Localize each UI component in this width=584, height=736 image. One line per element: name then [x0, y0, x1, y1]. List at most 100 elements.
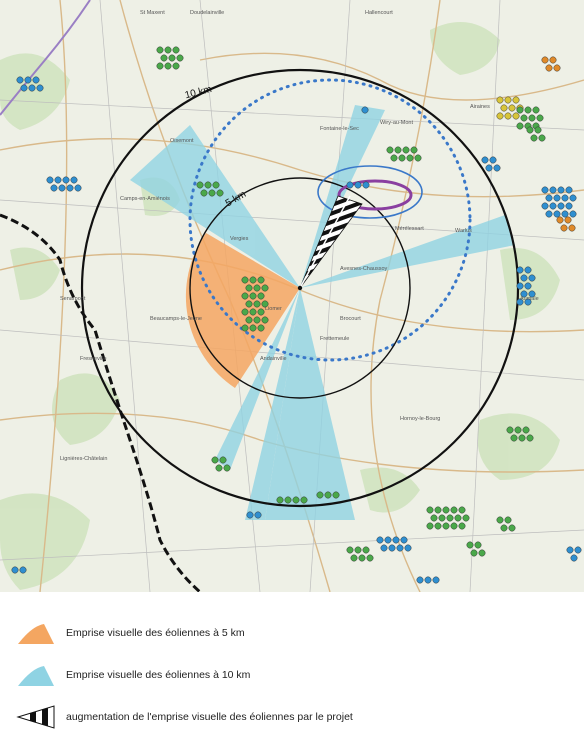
- turbine-marker: [566, 546, 574, 554]
- turbine-marker: [241, 276, 249, 284]
- turbine-marker: [50, 184, 58, 192]
- turbine-marker: [257, 292, 265, 300]
- place-label: Aumale: [520, 296, 539, 302]
- turbine-marker: [46, 176, 54, 184]
- turbine-marker: [241, 292, 249, 300]
- turbine-marker: [362, 181, 370, 189]
- place-label: Brocourt: [340, 316, 361, 322]
- turbine-marker: [300, 496, 308, 504]
- roads: [0, 0, 584, 592]
- legend-label-10km: Emprise visuelle des éoliennes à 10 km: [66, 669, 251, 681]
- turbine-marker: [524, 282, 532, 290]
- turbine-marker: [402, 146, 410, 154]
- place-label: Andainville: [260, 356, 287, 362]
- turbine-marker: [560, 224, 568, 232]
- turbine-marker: [70, 176, 78, 184]
- turbine-marker: [172, 62, 180, 70]
- turbine-marker: [528, 290, 536, 298]
- turbine-marker: [504, 96, 512, 104]
- turbine-marker: [20, 84, 28, 92]
- project-outline-inner: [337, 179, 413, 211]
- turbine-marker: [215, 464, 223, 472]
- turbine-marker: [216, 189, 224, 197]
- turbine-marker: [568, 224, 576, 232]
- turbine-marker: [257, 308, 265, 316]
- turbine-marker: [11, 566, 19, 574]
- turbine-marker: [249, 324, 257, 332]
- turbine-marker: [28, 84, 36, 92]
- turbine-marker: [400, 536, 408, 544]
- turbine-marker: [474, 541, 482, 549]
- turbine-marker: [223, 464, 231, 472]
- turbine-marker: [556, 216, 564, 224]
- blue-sector-icon: [18, 666, 54, 686]
- river: [0, 0, 91, 116]
- legend-label-project: augmentation de l'emprise visuelle des é…: [66, 711, 353, 723]
- turbine-marker: [386, 146, 394, 154]
- turbine-marker: [404, 544, 412, 552]
- place-label: St Maxent: [140, 10, 165, 16]
- turbine-marker: [261, 284, 269, 292]
- turbine-marker: [241, 324, 249, 332]
- turbine-marker: [569, 210, 577, 218]
- turbine-marker: [500, 524, 508, 532]
- turbine-marker: [504, 516, 512, 524]
- turbine-marker: [470, 549, 478, 557]
- place-label: Doudelainville: [190, 10, 224, 16]
- turbine-marker: [496, 112, 504, 120]
- turbine-marker: [489, 156, 497, 164]
- turbine-marker: [432, 576, 440, 584]
- place-label: Fontaine-le-Sec: [320, 126, 359, 132]
- turbine-marker: [66, 184, 74, 192]
- turbine-marker: [388, 544, 396, 552]
- turbine-marker: [569, 194, 577, 202]
- turbine-marker: [62, 176, 70, 184]
- turbine-marker: [496, 516, 504, 524]
- turbine-marker: [442, 522, 450, 530]
- legend: Emprise visuelle des éoliennes à 5 km Em…: [0, 600, 584, 736]
- turbine-marker: [211, 456, 219, 464]
- project-outline-outer: [317, 165, 423, 219]
- turbine-marker: [396, 544, 404, 552]
- turbine-marker: [164, 46, 172, 54]
- turbine-marker: [564, 216, 572, 224]
- turbine-marker: [261, 300, 269, 308]
- turbine-marker: [454, 514, 462, 522]
- turbine-marker: [246, 511, 254, 519]
- turbine-marker: [538, 134, 546, 142]
- turbine-marker: [528, 274, 536, 282]
- turbine-marker: [434, 506, 442, 514]
- place-label: Mérélessart: [395, 226, 424, 232]
- turbine-marker: [565, 202, 573, 210]
- place-label: Oisemont: [170, 138, 194, 144]
- ring-5km: [189, 177, 411, 399]
- turbine-marker: [430, 514, 438, 522]
- turbine-marker: [434, 522, 442, 530]
- turbine-marker: [541, 56, 549, 64]
- project-sector: [299, 195, 363, 289]
- turbine-marker: [354, 546, 362, 554]
- turbine-marker: [516, 298, 524, 306]
- turbine-marker: [516, 282, 524, 290]
- turbine-marker: [528, 114, 536, 122]
- turbine-marker: [219, 456, 227, 464]
- center-point: [297, 285, 303, 291]
- turbine-marker: [245, 316, 253, 324]
- turbine-marker: [249, 308, 257, 316]
- turbine-marker: [160, 54, 168, 62]
- turbine-marker: [24, 76, 32, 84]
- place-label: Warlus: [455, 228, 472, 234]
- turbine-marker: [254, 511, 262, 519]
- turbine-marker: [384, 536, 392, 544]
- turbine-marker: [332, 491, 340, 499]
- turbine-marker: [156, 62, 164, 70]
- turbine-marker: [406, 154, 414, 162]
- turbine-marker: [512, 112, 520, 120]
- turbine-marker: [526, 126, 534, 134]
- turbine-marker: [508, 524, 516, 532]
- blue-zones: [130, 105, 515, 520]
- turbine-marker: [58, 184, 66, 192]
- turbine-marker: [518, 434, 526, 442]
- turbine-marker: [522, 426, 530, 434]
- turbine-marker: [557, 202, 565, 210]
